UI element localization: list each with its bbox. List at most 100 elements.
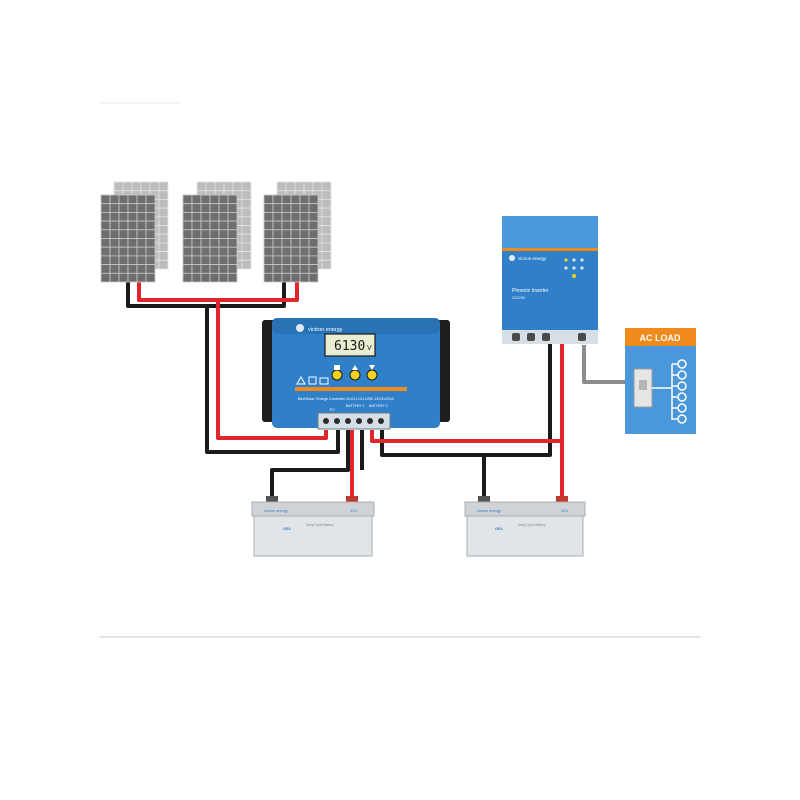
solar-cell (209, 246, 220, 257)
solar-cell (290, 255, 301, 265)
solar-cell (200, 264, 211, 274)
solar-cell (100, 264, 111, 274)
solar-cell (109, 203, 120, 213)
solar-cell (294, 181, 305, 192)
lcd-display (324, 333, 376, 357)
solar-cell (321, 207, 332, 218)
solar-cell (100, 220, 111, 231)
solar-cell (158, 190, 169, 200)
solar-cell (223, 181, 234, 192)
solar-cell (100, 211, 111, 222)
solar-cell (290, 238, 301, 248)
solar-cell (182, 220, 193, 231)
solar-cell (158, 207, 169, 218)
battery2-rating: 12V (561, 508, 568, 513)
solar-cell (272, 264, 283, 274)
solar-cell (118, 255, 129, 265)
charge-controller: victron energy 6130 V BlueSolar Charge C… (262, 318, 450, 430)
solar-cell (136, 211, 147, 222)
up-arrow-icon (352, 365, 358, 370)
solar-cell (214, 181, 225, 192)
solar-cell (158, 198, 169, 209)
solar-cell (321, 225, 332, 235)
solar-cell (200, 246, 211, 257)
solar-cell (145, 255, 156, 265)
solar-cell (232, 181, 243, 192)
solar-cell (100, 272, 111, 283)
solar-cell (158, 181, 169, 192)
solar-panel-2 (182, 181, 252, 283)
battery2-label: Deep Cycle Battery (518, 523, 546, 527)
solar-cell (145, 211, 156, 222)
solar-cell (200, 211, 211, 222)
setup-icon (334, 365, 340, 370)
solar-cell (321, 259, 332, 270)
solar-cell (241, 242, 252, 252)
solar-cell (127, 194, 138, 205)
solar-cell (303, 181, 314, 192)
solar-cell (241, 225, 252, 235)
solar-cell (118, 246, 129, 257)
solar-cell (308, 272, 319, 283)
solar-cell (272, 220, 283, 231)
solar-cell (321, 181, 332, 192)
solar-cell (145, 203, 156, 213)
solar-cell (281, 246, 292, 257)
solar-cell (299, 203, 310, 213)
solar-cell (299, 246, 310, 257)
solar-cell (321, 251, 332, 261)
ac-load-title: AC LOAD (640, 333, 681, 343)
solar-cell (136, 194, 147, 205)
solar-cell (263, 229, 274, 239)
solar-cell (321, 242, 332, 252)
solar-panel-3 (263, 181, 332, 283)
lcd-reading: 6130 (334, 339, 365, 354)
solar-cell (272, 238, 283, 248)
solar-cell (218, 211, 229, 222)
solar-cell (281, 220, 292, 231)
solar-cell (191, 264, 202, 274)
solar-cell (100, 255, 111, 265)
down-button[interactable] (366, 365, 378, 381)
solar-cell (182, 194, 193, 205)
solar-cell (272, 255, 283, 265)
battery2-brand: victron energy (477, 509, 501, 513)
solar-cell (227, 255, 238, 265)
solar-cell (299, 272, 310, 283)
solar-cell (118, 220, 129, 231)
solar-cell (263, 211, 274, 222)
battery1-label: Deep Cycle Battery (306, 523, 334, 527)
cable-glands (512, 333, 586, 341)
battery-2: victron energy GEL Deep Cycle Battery 12… (464, 496, 586, 557)
inverter-top-panel (502, 216, 598, 248)
solar-cell (227, 246, 238, 257)
solar-cell (191, 255, 202, 265)
solar-cell (182, 203, 193, 213)
solar-cell (118, 203, 129, 213)
solar-cell (308, 255, 319, 265)
solar-cell (191, 211, 202, 222)
solar-cell (299, 229, 310, 239)
setup-button[interactable] (331, 365, 343, 381)
up-button[interactable] (349, 365, 361, 381)
solar-cell (227, 272, 238, 283)
solar-cell (136, 246, 147, 257)
solar-cell (227, 229, 238, 239)
solar-cell (209, 229, 220, 239)
brand-logo-icon (296, 324, 304, 332)
panel-positive-wire (137, 282, 299, 302)
panel-negative-drop (205, 306, 340, 454)
battery1-negative-wire (270, 430, 350, 500)
solar-cell (281, 203, 292, 213)
solar-cell (109, 211, 120, 222)
solar-cell (272, 229, 283, 239)
battery2-positive-wire (370, 340, 564, 443)
solar-cell (191, 203, 202, 213)
solar-cell (218, 220, 229, 231)
solar-cell (299, 211, 310, 222)
solar-cell (136, 220, 147, 231)
solar-cell (182, 264, 193, 274)
solar-cell (209, 211, 220, 222)
solar-cell (263, 272, 274, 283)
solar-cell (299, 220, 310, 231)
